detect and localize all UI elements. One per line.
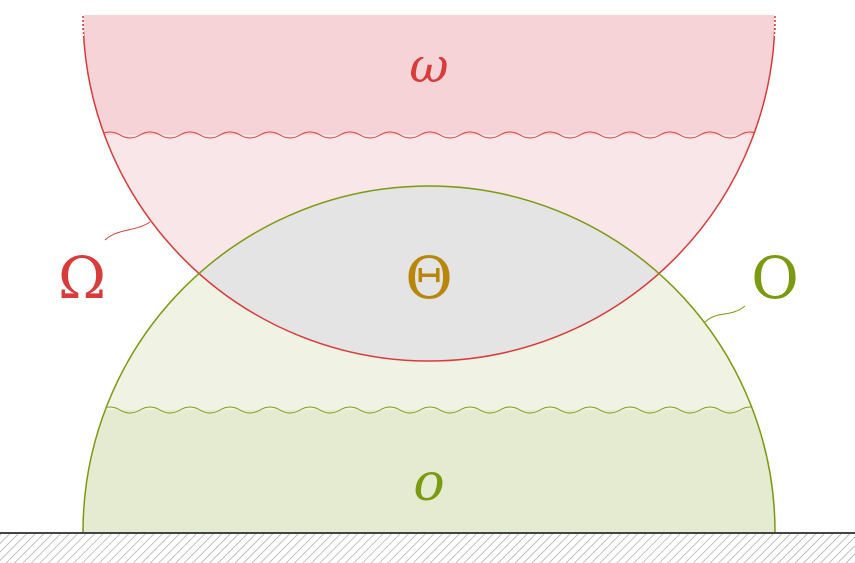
- omega-fill-dark: [83, 15, 775, 135]
- omega-lower-label: ω: [409, 38, 448, 94]
- o-arc-outline: [82, 185, 776, 533]
- omega-wavy-line: [99, 131, 761, 139]
- theta-overlap-region: [83, 186, 775, 361]
- ground-hatch: [0, 533, 855, 563]
- o-upper-label: O: [751, 244, 799, 312]
- o-upper-leader: [704, 305, 746, 323]
- theta-label: Θ: [405, 244, 453, 312]
- omega-upper-label: Ω: [58, 244, 106, 312]
- o-wavy-line: [99, 406, 761, 414]
- omega-arc-outline: [82, 14, 776, 362]
- omega-upper-leader: [104, 221, 151, 241]
- o-lower-label: o: [413, 453, 444, 513]
- o-fill-dark: [83, 410, 775, 532]
